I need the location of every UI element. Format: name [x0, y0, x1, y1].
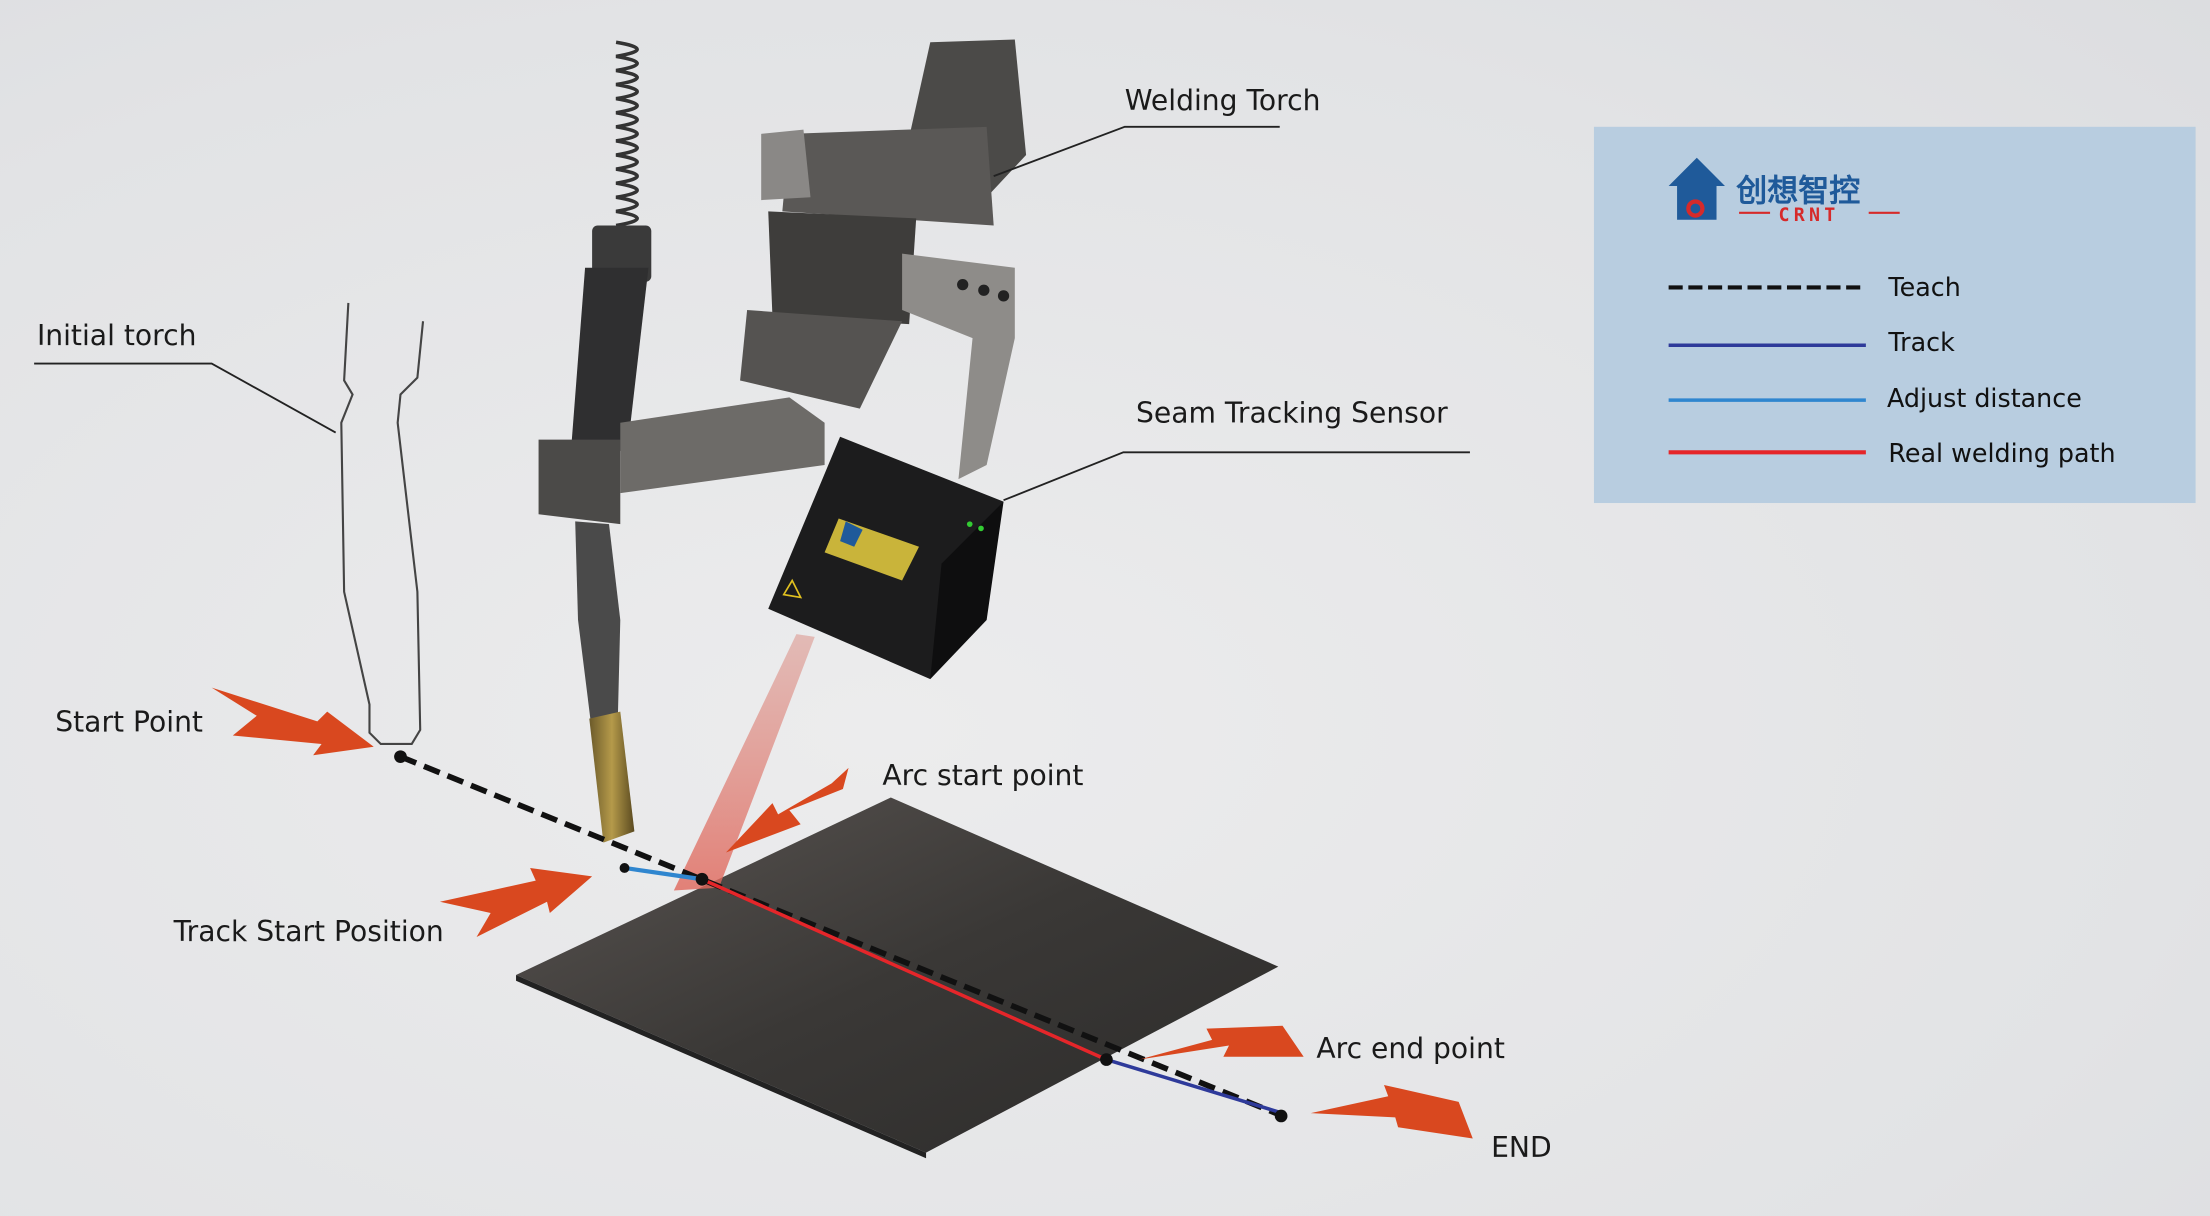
end-label: END: [1491, 1131, 1552, 1164]
robot-mount: [740, 39, 1027, 480]
cable-spring-icon: [615, 40, 639, 228]
arc-start-marker: [695, 872, 709, 886]
initial-torch-label: Initial torch: [37, 319, 197, 352]
start-point-label: Start Point: [55, 705, 203, 738]
legend-label-track: Track: [1887, 327, 1955, 357]
seam-tracking-sensor-label: Seam Tracking Sensor: [1136, 397, 1448, 430]
workpiece-plate: [516, 797, 1279, 1153]
end-arrow-icon: [1310, 1084, 1473, 1139]
start-point-arrow-icon: [211, 687, 374, 756]
welding-torch-label: Welding Torch: [1125, 84, 1321, 117]
end-marker: [1274, 1109, 1288, 1123]
brand-name-cn: 创想智控: [1735, 173, 1860, 209]
arc-end-marker: [1100, 1053, 1113, 1066]
track-path: [1105, 1057, 1284, 1115]
adjust-distance-path: [624, 865, 703, 882]
teach-path: [399, 754, 1284, 1119]
brand-logo: 创想智控 CRNT: [1668, 157, 1900, 226]
workpiece-edge: [516, 975, 927, 1159]
arc-end-arrow-icon: [1138, 1025, 1304, 1060]
seam-tracking-sensor: [768, 436, 1004, 680]
sensor-logo-icon: [840, 521, 863, 547]
legend-label-real-welding-path: Real welding path: [1888, 438, 2115, 468]
arc-start-arrow-icon: [725, 767, 849, 853]
laser-beam: [673, 634, 815, 891]
start-point-marker: [394, 750, 407, 763]
legend-label-teach: Teach: [1887, 272, 1960, 302]
arc-start-point-label: Arc start point: [882, 759, 1083, 792]
brand-name-en: CRNT: [1779, 205, 1840, 226]
real-welding-path: [701, 877, 1108, 1062]
track-start-marker: [619, 863, 630, 873]
arc-end-point-label: Arc end point: [1316, 1032, 1505, 1065]
legend-label-adjust-distance: Adjust distance: [1887, 383, 2082, 413]
welding-torch: [538, 40, 825, 843]
initial-torch-outline: [340, 302, 425, 746]
laser-warning-icon: [782, 578, 803, 599]
house-logo-icon: [1668, 157, 1725, 220]
track-start-position-label: Track Start Position: [173, 915, 444, 948]
initial-torch-leader: [34, 362, 337, 434]
track-start-arrow-icon: [439, 867, 593, 938]
welding-torch-leader: [993, 125, 1280, 177]
sensor-leader: [1003, 451, 1470, 502]
legend: 创想智控 CRNT Teach Track Adjust distance Re…: [1593, 126, 2196, 504]
